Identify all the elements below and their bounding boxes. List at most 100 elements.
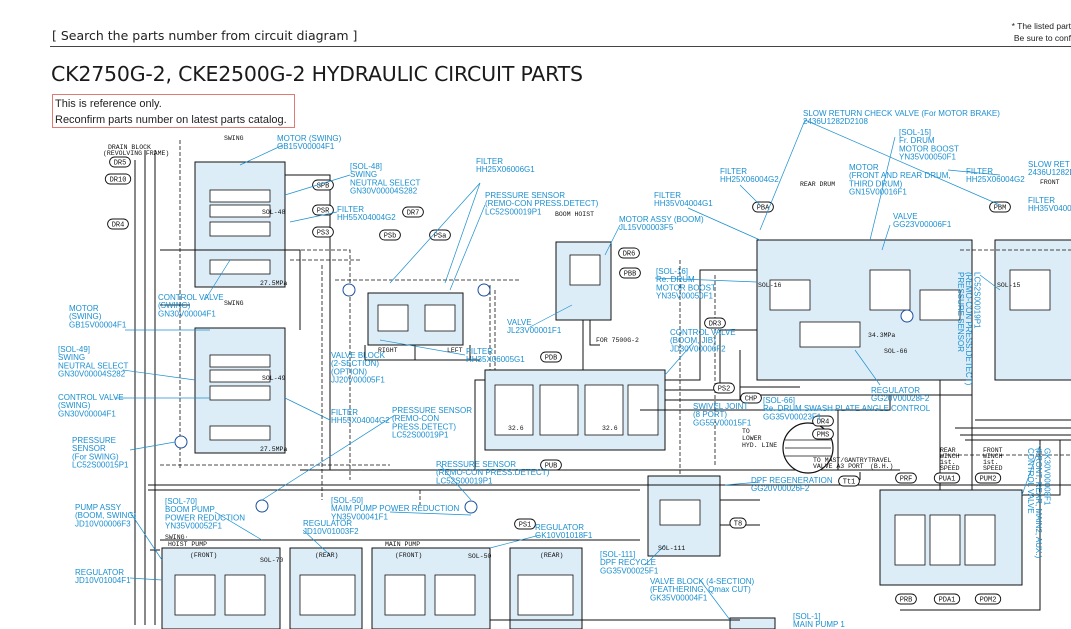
rear-drum-label: REAR DRUM (800, 181, 835, 188)
port-tag-pom2: POM2 (974, 593, 1002, 605)
valve-spools (174, 189, 1051, 616)
port-tag-dr7: DR7 (402, 206, 424, 218)
port-tag-text: DR6 (623, 251, 636, 259)
port-tag-text: DR4 (817, 419, 830, 427)
header-divider (50, 46, 1071, 47)
rear-pump-label: (REAR) (315, 552, 338, 559)
label-motor-front-rear: MOTOR(FRONT AND REAR DRUM,THIRD DRUM)GN1… (849, 163, 951, 197)
port-tag-pdb: PDB (540, 351, 562, 363)
pressure-c-label: 32.6 (508, 425, 524, 432)
diagram-text: DRAIN BLOCK(REVOLVING FRAME) SWING SWING… (103, 135, 1060, 564)
pressure-e-label: 34.3MPa (868, 332, 895, 339)
page-title: CK2750G-2, CKE2500G-2 HYDRAULIC CIRCUIT … (51, 62, 583, 86)
port-tag-prb: PRB (895, 593, 917, 605)
rear-main-label: (REAR) (540, 552, 563, 559)
port-tag-psr: PSR (312, 204, 334, 216)
label-slow-return: SLOW RETURN CHECK VALVE (For MOTOR BRAKE… (803, 109, 1000, 126)
swivel-joint-lines (785, 439, 831, 457)
port-tag-t8: T8 (729, 517, 747, 529)
label-sol1: [SOL-1]MAIN PUMP 1 (793, 612, 845, 629)
drain-block-label: DRAIN BLOCK(REVOLVING FRAME) (103, 144, 169, 157)
label-control-valve-swing: CONTROL VALVE(SWING)GN30V00004F1 (158, 293, 224, 318)
port-tag-text: DR10 (110, 177, 127, 185)
sol1-block (729, 617, 776, 629)
left-label: LEFT (447, 347, 463, 354)
pressure-a-label: 27.5MPa (260, 280, 287, 287)
port-tag-text: PS2 (718, 386, 731, 394)
right-label: RIGHT (378, 347, 398, 354)
pressure-d-label: 32.6 (602, 425, 618, 432)
label-motor-swing-left: MOTOR(SWING)GB15V00004F1 (69, 304, 127, 329)
sol-70-label: SOL-70 (260, 557, 284, 564)
main-pump-label: MAIN PUMP (385, 541, 420, 548)
port-tag-text: DR5 (114, 160, 127, 168)
pressure-b-label: 27.5MPa (260, 446, 287, 453)
swing-mid-label: SWING (224, 300, 244, 307)
swing-hoist-pump-label: SWING·HOIST PUMP (165, 534, 207, 548)
for-7500-label: FOR 7500G-2 (596, 337, 639, 344)
page-header: [ Search the parts number from circuit d… (52, 28, 358, 43)
sol-66-label: SOL-66 (884, 348, 908, 355)
port-tag-text: T8 (734, 521, 742, 529)
port-tag-text: PBA (757, 205, 770, 213)
port-tag-ps2: PS2 (713, 382, 735, 394)
port-tag-text: PS3 (317, 230, 330, 238)
port-tag-text: DR3 (709, 321, 722, 329)
front-main-label: (FRONT) (395, 552, 422, 559)
sol-48-label: SOL-48 (262, 209, 286, 216)
port-tag-text: PSa (434, 233, 447, 241)
front-pump-label: (FRONT) (190, 552, 217, 559)
front-label: FRONT (1040, 179, 1060, 186)
sol-50-label: SOL-50 (468, 553, 492, 560)
port-tag-dr10: DR10 (104, 173, 132, 185)
port-tag-dr3: DR3 (704, 317, 726, 329)
port-tag-text: DR4 (112, 222, 125, 230)
sol-15-label: SOL-15 (997, 282, 1021, 289)
port-tag-pbb: PBB (619, 267, 641, 279)
swing-top-label: SWING (224, 135, 244, 142)
port-tag-pda1: PDA1 (933, 593, 961, 605)
port-tag-text: PS1 (519, 522, 532, 530)
port-tag-dr5: DR5 (109, 156, 131, 168)
port-tag-text: CHP (745, 396, 758, 404)
port-tag-text: PUA1 (939, 476, 956, 484)
port-tag-text: PBM (994, 205, 1007, 213)
port-tag-text: PBB (624, 271, 637, 279)
port-tag-text: SPB (317, 183, 330, 191)
port-tag-text: PDA1 (939, 597, 956, 605)
sol-111-label: SOL-111 (658, 545, 685, 552)
port-tag-text: PSb (384, 233, 397, 241)
label-pump-assy: PUMP ASSY(BOOM, SWING)JD10V00006F3 (75, 503, 137, 528)
port-tag-psa: PSa (429, 229, 451, 241)
port-tag-text: PRB (900, 597, 913, 605)
label-control-valve-boom: CONTROL VALVE(BOOM, JIB)JD30V00006F2 (670, 328, 736, 353)
port-tag-text: PUM2 (980, 476, 997, 484)
port-tag-text: POM2 (980, 597, 997, 605)
port-tag-text: Tt1 (843, 479, 856, 487)
label-control-valve-vert: CONTROL VALVE(FRONT, REAR, MAIN2, AUX.)G… (1026, 448, 1051, 559)
pressure-gauges (174, 283, 914, 514)
label-valve-block-2sec: VALVE BLOCK(2-SECTION)(OPTION)JJ20V00005… (331, 351, 386, 385)
label-control-valve-swing2: CONTROL VALVE(SWING)GN30V00004F1 (58, 393, 124, 418)
port-tag-text: PDB (545, 355, 558, 363)
port-tag-ps1: PS1 (514, 518, 536, 530)
reference-notice: This is reference only. Reconfirm parts … (52, 94, 295, 128)
